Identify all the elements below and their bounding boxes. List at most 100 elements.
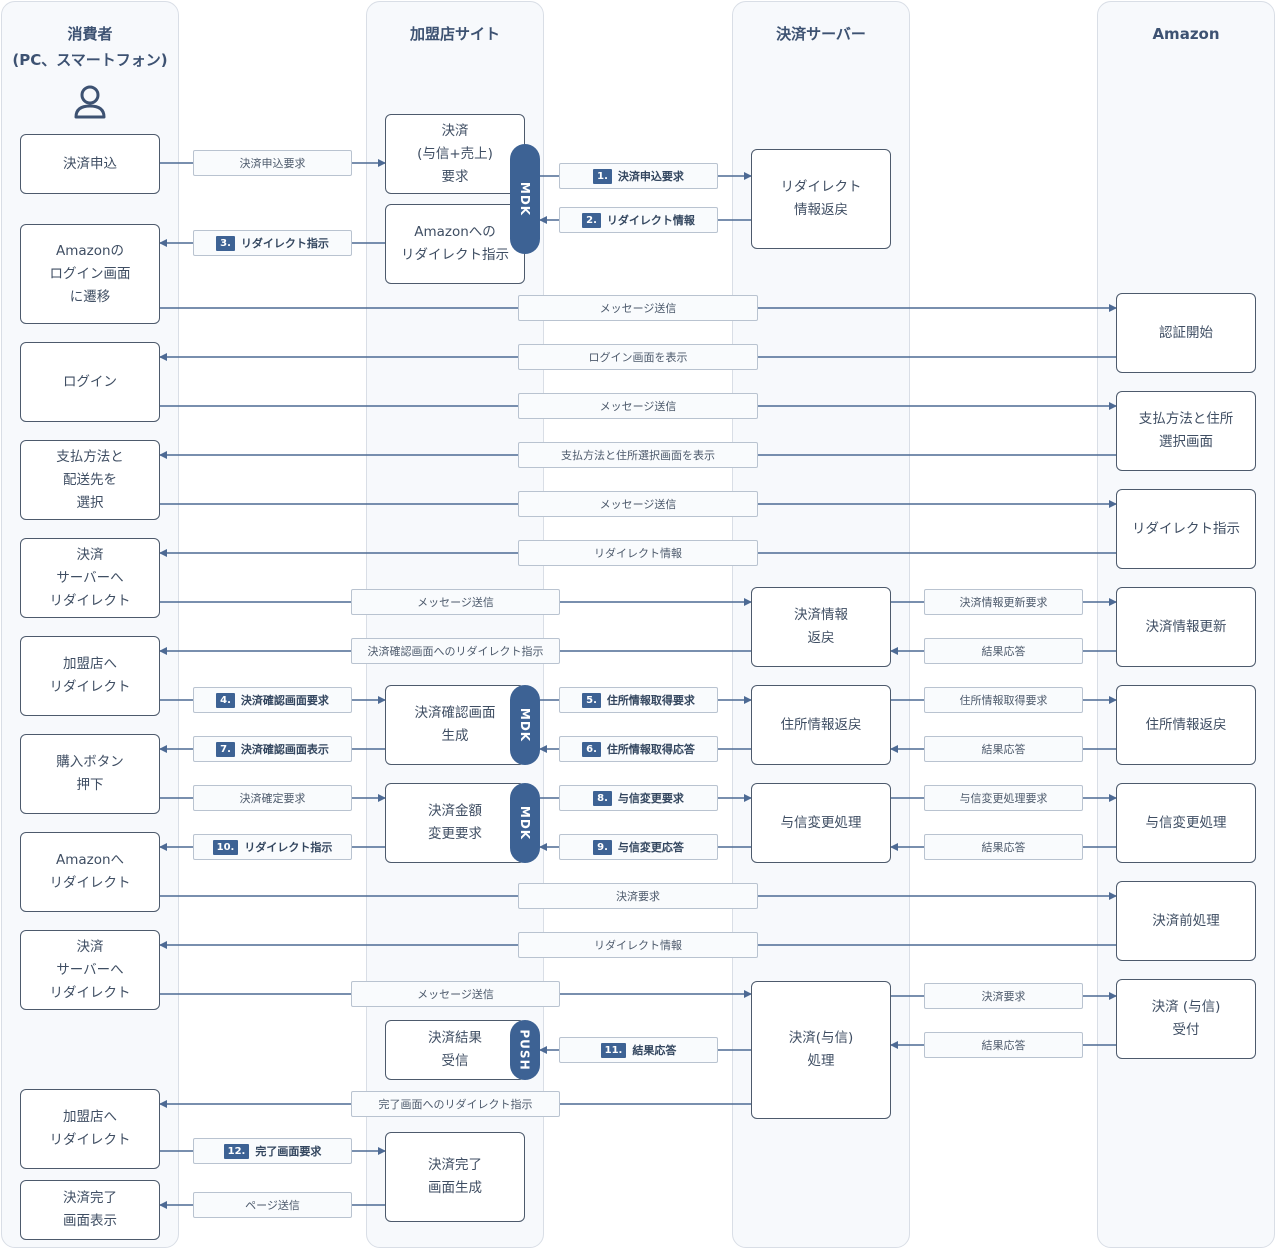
message-label: 結果応答: [924, 638, 1083, 664]
message-label: 8.与信変更要求: [559, 785, 718, 811]
message-text: 与信変更処理要求: [959, 792, 1048, 805]
message-label: ログイン画面を表示: [518, 344, 758, 370]
message-label: 決済確認画面へのリダイレクト指示: [351, 638, 560, 664]
message-label: 結果応答: [924, 834, 1083, 860]
node-redirect-info-return: リダイレクト 情報返戻: [751, 149, 891, 249]
message-label: 10.リダイレクト指示: [193, 834, 352, 860]
message-text: 結果応答: [981, 1039, 1026, 1052]
mdk-pill-2: MDK: [510, 685, 540, 765]
node-auth-accept: 決済 (与信) 受付: [1116, 979, 1256, 1059]
mdk-label: MDK: [518, 707, 533, 743]
message-text: 決済確認画面表示: [240, 743, 329, 756]
node-confirm-screen: 決済確認画面 生成: [385, 685, 525, 765]
message-text: リダイレクト情報: [594, 939, 682, 952]
message-label: メッセージ送信: [518, 393, 758, 419]
message-label: 決済要求: [518, 883, 758, 909]
user-icon: [74, 85, 106, 119]
message-label: メッセージ送信: [351, 981, 560, 1007]
message-label: 決済申込要求: [193, 150, 352, 176]
node-redirect-to-server-2: 決済 サーバーへ リダイレクト: [20, 930, 160, 1010]
step-number-badge: 10.: [212, 839, 239, 855]
lane-consumer: [1, 1, 179, 1248]
message-text: メッセージ送信: [417, 988, 494, 1001]
message-text: メッセージ送信: [599, 498, 677, 511]
step-number-badge: 1.: [593, 168, 612, 184]
node-result-receive: 決済結果 受信: [385, 1020, 525, 1080]
message-label: 完了画面へのリダイレクト指示: [351, 1091, 560, 1117]
node-address-return: 住所情報返戻: [751, 685, 891, 765]
node-address-return-amazon: 住所情報返戻: [1116, 685, 1256, 765]
message-text: リダイレクト情報: [594, 547, 682, 560]
mdk-label: MDK: [518, 181, 533, 217]
message-label: 3.リダイレクト指示: [193, 230, 352, 256]
message-text: ページ送信: [245, 1199, 300, 1212]
message-label: 4. 決済確認画面要求: [193, 687, 352, 713]
message-text: 住所情報取得応答: [606, 743, 695, 756]
message-label: リダイレクト情報: [518, 540, 758, 566]
message-label: 2. リダイレクト情報: [559, 207, 718, 233]
message-text: 決済情報更新要求: [959, 596, 1048, 609]
node-auth-start: 認証開始: [1116, 293, 1256, 373]
step-number-badge: 5.: [582, 692, 601, 708]
message-text: 完了画面要求: [255, 1145, 322, 1158]
message-label: メッセージ送信: [518, 295, 758, 321]
message-label: 与信変更処理要求: [924, 785, 1083, 811]
node-redirect-instruction: Amazonへの リダイレクト指示: [385, 204, 525, 284]
message-label: ページ送信: [193, 1192, 352, 1218]
message-text: メッセージ送信: [599, 400, 677, 413]
mdk-pill-1: MDK: [510, 144, 540, 254]
message-text: 与信変更応答: [617, 841, 684, 854]
message-text: リダイレクト指示: [240, 237, 329, 250]
message-text: 決済要求: [616, 890, 660, 903]
node-payment-info-update: 決済情報更新: [1116, 587, 1256, 667]
message-text: 決済確定要求: [239, 792, 306, 805]
message-text: 決済確認画面へのリダイレクト指示: [367, 645, 544, 658]
message-text: 結果応答: [632, 1044, 677, 1057]
node-amazon-login-transition: Amazonの ログイン画面 に遷移: [20, 224, 160, 324]
message-label: 住所情報取得要求: [924, 687, 1083, 713]
node-payment-request: 決済 (与信+売上) 要求: [385, 114, 525, 194]
message-text: メッセージ送信: [599, 302, 677, 315]
node-apply: 決済申込: [20, 134, 160, 194]
message-label: 結果応答: [924, 736, 1083, 762]
node-amount-change: 決済金額 変更要求: [385, 783, 525, 863]
step-number-badge: 4.: [216, 692, 235, 708]
lane-title-consumer: 消費者 (PC、スマートフォン): [12, 25, 168, 69]
step-number-badge: 11.: [600, 1042, 627, 1058]
push-label: PUSH: [518, 1029, 533, 1071]
node-payment-info-return: 決済情報 返戻: [751, 587, 891, 667]
mdk-label: MDK: [518, 805, 533, 841]
node-redirect-to-amazon: Amazonへ リダイレクト: [20, 832, 160, 912]
message-text: 決済確認画面要求: [240, 694, 329, 707]
message-label: 11. 結果応答: [559, 1037, 718, 1063]
message-text: 決済申込要求: [239, 157, 306, 170]
node-auth-process: 決済(与信) 処理: [751, 981, 891, 1119]
message-label: メッセージ送信: [351, 589, 560, 615]
message-text: 住所情報取得要求: [606, 694, 695, 707]
message-label: メッセージ送信: [518, 491, 758, 517]
node-credit-change-amazon: 与信変更処理: [1116, 783, 1256, 863]
message-text: 支払方法と住所選択画面を表示: [561, 449, 715, 462]
node-redirect-instruction-amazon: リダイレクト指示: [1116, 489, 1256, 569]
message-text: 結果応答: [981, 645, 1026, 658]
node-select-payment: 支払方法と 配送先を 選択: [20, 440, 160, 520]
node-press-buy: 購入ボタン 押下: [20, 734, 160, 814]
message-label: 9.与信変更応答: [559, 834, 718, 860]
step-number-badge: 2.: [582, 212, 601, 228]
message-text: リダイレクト情報: [606, 214, 695, 227]
node-credit-change: 与信変更処理: [751, 783, 891, 863]
message-text: 完了画面へのリダイレクト指示: [378, 1098, 533, 1111]
message-label: 結果応答: [924, 1032, 1083, 1058]
message-label: 12.完了画面要求: [193, 1138, 352, 1164]
message-label: 5. 住所情報取得要求: [559, 687, 718, 713]
node-redirect-to-merchant: 加盟店へ リダイレクト: [20, 636, 160, 716]
message-text: 決済申込要求: [617, 170, 684, 183]
message-label: 6.住所情報取得応答: [559, 736, 718, 762]
node-complete-screen: 決済完了 画面生成: [385, 1132, 525, 1222]
message-text: 与信変更要求: [617, 792, 684, 805]
message-text: 結果応答: [981, 841, 1026, 854]
message-label: 決済確定要求: [193, 785, 352, 811]
message-label: 決済要求: [924, 983, 1083, 1009]
mdk-pill-3: MDK: [510, 783, 540, 863]
